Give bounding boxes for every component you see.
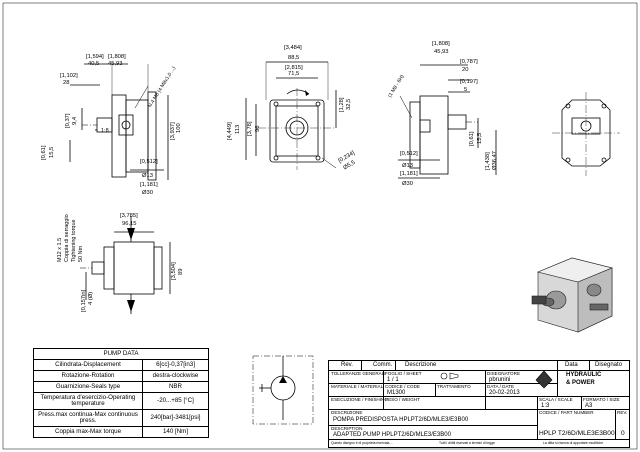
detail-note: 1:8: [101, 128, 109, 134]
dim-text: [2,815]: [285, 65, 303, 71]
pump-data-key: Coppia max-Max torque: [33, 426, 143, 438]
dim-text: 20: [462, 67, 469, 73]
projection-symbol: [440, 372, 448, 380]
label-drafter: DISEGNATORE: [487, 371, 521, 376]
label-date: DATA / DATE: [487, 384, 515, 389]
desc-header: Descrizione: [405, 362, 437, 368]
dim-text: 45,93: [108, 61, 123, 67]
label-treatment: TRATTAMENTO: [437, 384, 471, 389]
rev-header: Rev.: [341, 362, 353, 368]
label-general-tol: TOLLERANZE GENERALI: [331, 371, 386, 376]
title-block: Rev. Comm. Descrizione Data Disegnato TO…: [328, 360, 630, 448]
description-en: ADAPTED PUMP HPLPT2/6D/MLE3/E3B00: [333, 432, 451, 438]
dim-text: Ø13: [142, 173, 153, 179]
footer-left: Questo disegno è di proprietà riservata …: [331, 441, 394, 445]
dim-text: [1,102]: [60, 73, 78, 79]
dim-text: [3,484]: [284, 45, 302, 51]
drawn-header: Disegnato: [595, 362, 623, 368]
label-finishing: ESECUZIONE / FINISHING: [331, 397, 388, 402]
drafter-value: pbrunini: [489, 377, 511, 383]
label-size: FORMATO / SIZE: [583, 397, 620, 402]
label-code: CODICE / CODE: [385, 384, 420, 389]
dim-text: Ø13: [402, 163, 413, 169]
label-material: MATERIALE / MATERIAL: [331, 384, 384, 389]
dim-text: 5: [464, 87, 468, 93]
dim-text: [1,594]: [86, 54, 104, 60]
dim-text: [1,181]: [400, 171, 418, 177]
dim-text: [0,512]: [140, 159, 158, 165]
label-sheet: FOGLIO / SHEET: [385, 371, 422, 376]
dim-text: 45,93: [434, 49, 449, 55]
dim-text: 71,5: [288, 71, 300, 77]
logo-mark: [535, 370, 553, 389]
label-rev: REV.: [617, 410, 628, 415]
dim-text: 28: [63, 80, 70, 86]
dim-text: Ø30: [402, 181, 413, 187]
dim-text: [1,808]: [108, 54, 126, 60]
comm-header: Comm.: [373, 362, 393, 368]
label-scale: SCALA / SCALE: [539, 397, 573, 402]
label-weight: PESO / WEIGHT: [385, 397, 420, 402]
footer-right: La ditta si riserva di apportare modific…: [543, 441, 604, 445]
pump-data-value: 140 [Nm]: [142, 426, 209, 438]
size-value: A3: [585, 403, 593, 409]
scale-value: 1:3: [541, 403, 550, 409]
code-value: M1300: [387, 390, 406, 396]
dim-text: [1,808]: [432, 41, 450, 47]
dim-text: 96,15: [122, 221, 137, 227]
sheet-value: 1 / 1: [387, 377, 399, 383]
dim-text: [0,512]: [400, 151, 418, 157]
label-description: DESCRIZIONE: [331, 410, 363, 415]
pump-isometric: [531, 257, 613, 333]
footer-mid: Tutti i diritti riservati a termini di l…: [439, 441, 495, 445]
dim-text: [0,197]: [460, 79, 478, 85]
dim-text: [0,787]: [460, 59, 478, 65]
logo-text-line1: HYDRAULIC: [566, 372, 602, 378]
pump-data-key: Temperatura d'esercizio-Operating temper…: [33, 392, 143, 410]
dim-text: 88,5: [288, 55, 300, 61]
date-value: 20-02-2013: [489, 390, 520, 396]
dim-text: Ø30: [142, 190, 153, 196]
date-header: Data: [565, 362, 578, 368]
logo-text-line2: & POWER: [566, 380, 595, 386]
description-it: POMPA PREDISPOSTA HPLPT2/6D/MLE3/E3B00: [333, 417, 469, 423]
label-description-en: DESCRIPTION: [331, 426, 363, 431]
rev-value: 0: [621, 430, 625, 437]
part-number-value: HPLP T2/6D/MLE3E3B00: [539, 430, 615, 437]
dim-text: [3,785]: [120, 213, 138, 219]
dim-text: [1,181]: [140, 182, 158, 188]
label-part-number: CODICE / PART NUMBER: [539, 410, 594, 415]
dim-text: 40,5: [88, 61, 100, 67]
pump-data-value: NBR: [142, 381, 209, 393]
